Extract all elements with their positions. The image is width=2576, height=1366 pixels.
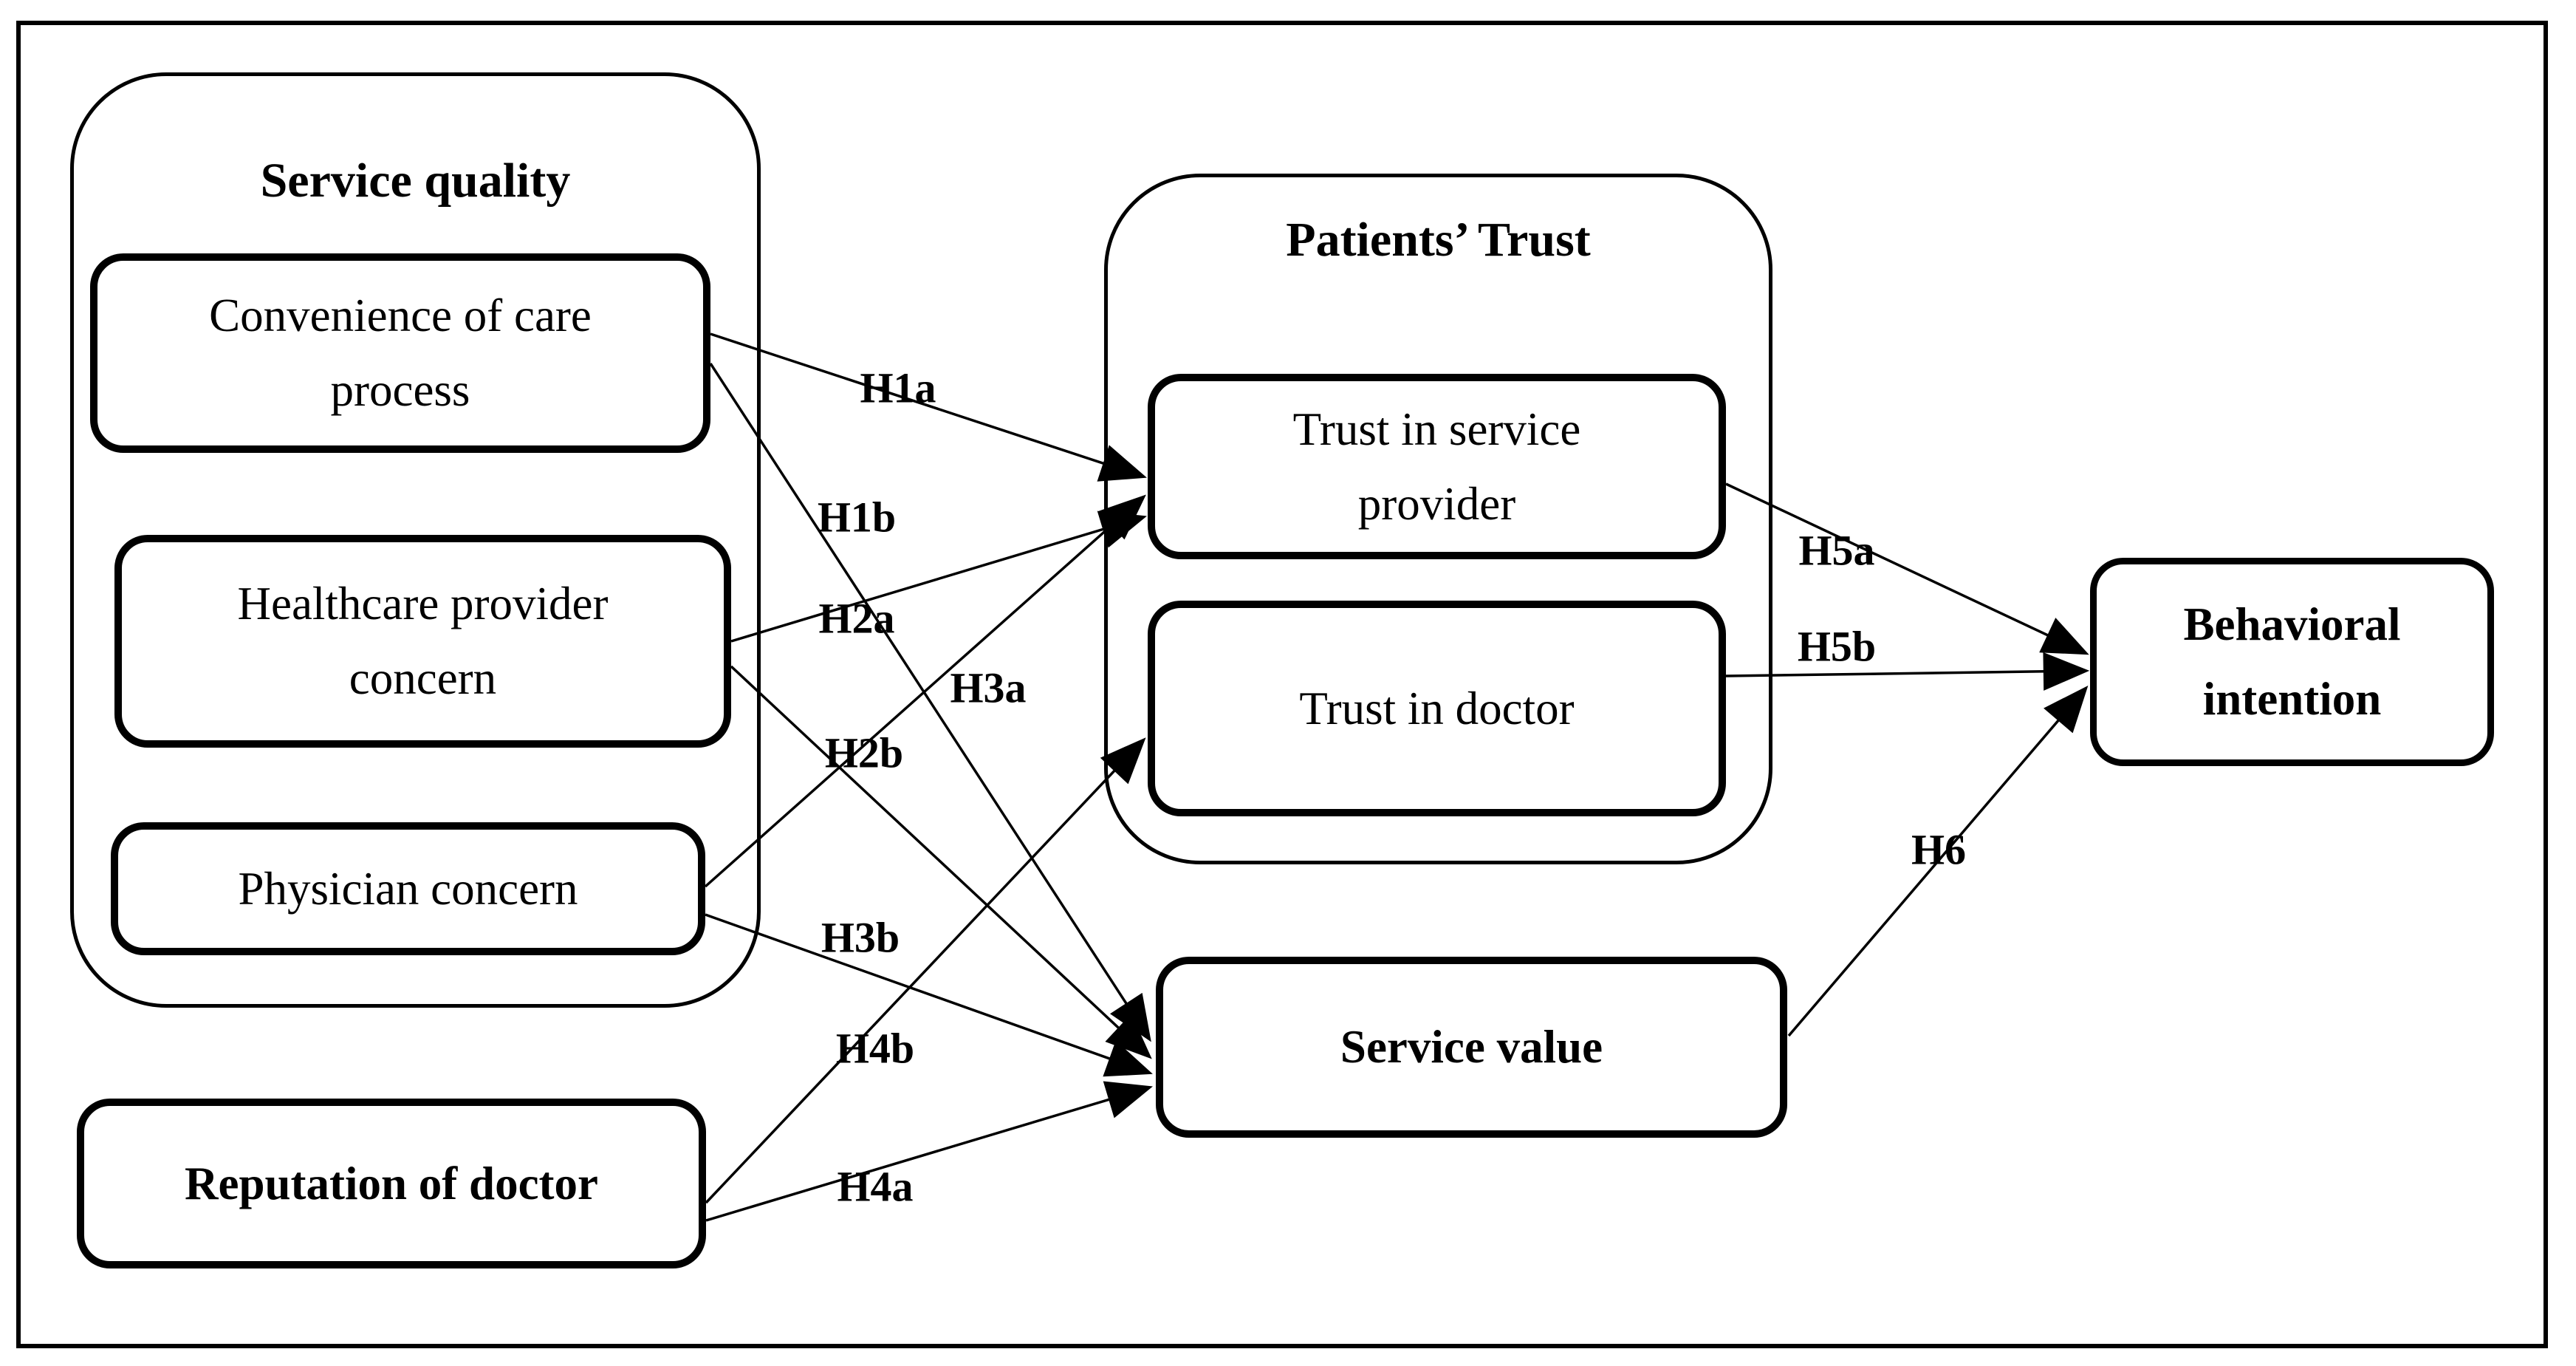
node-healthcare-provider-concern: Healthcare provider concern bbox=[114, 535, 731, 748]
node-physician-concern: Physician concern bbox=[111, 822, 705, 955]
label-h2b: H2b bbox=[824, 728, 904, 777]
label-h3a: H3a bbox=[950, 663, 1027, 712]
label-h3b: H3b bbox=[821, 913, 900, 962]
label-h6: H6 bbox=[1911, 825, 1967, 874]
group-title-patients-trust: Patients’ Trust bbox=[1286, 213, 1591, 267]
label-h2a: H2a bbox=[818, 594, 895, 643]
group-title-service-quality: Service quality bbox=[260, 154, 571, 208]
node-behavioral-intention: Behavioral intention bbox=[2090, 558, 2494, 766]
label-h1b: H1b bbox=[817, 493, 897, 542]
label-h4a: H4a bbox=[837, 1162, 914, 1211]
label-h5a: H5a bbox=[1798, 526, 1875, 575]
node-convenience-of-care-process: Convenience of care process bbox=[90, 253, 710, 453]
node-trust-in-service-provider: Trust in service provider bbox=[1148, 374, 1726, 559]
node-reputation-of-doctor: Reputation of doctor bbox=[77, 1099, 706, 1268]
label-h1a: H1a bbox=[860, 363, 936, 412]
node-trust-in-doctor: Trust in doctor bbox=[1148, 601, 1726, 816]
label-h4b: H4b bbox=[835, 1024, 915, 1073]
label-h5b: H5b bbox=[1797, 622, 1877, 671]
node-service-value: Service value bbox=[1156, 957, 1787, 1138]
